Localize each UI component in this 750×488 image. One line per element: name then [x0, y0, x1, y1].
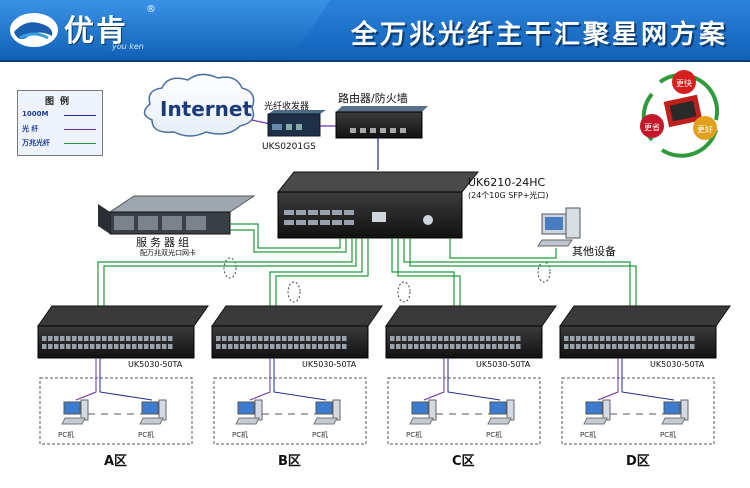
pc-link: [597, 358, 619, 401]
access-switch-model: UK5030-50TA: [128, 360, 183, 369]
cycle-item-cheaper: 更省: [644, 122, 660, 132]
access-switches: [37, 305, 731, 359]
pc-label: PC机: [58, 431, 75, 439]
pc-link: [99, 358, 153, 401]
fiber-converter: [267, 110, 326, 137]
internet-label: Internet: [160, 97, 253, 121]
cycle-item-better: 更好: [697, 124, 713, 134]
legend-label-10g-fiber: 万兆光纤: [22, 139, 50, 147]
pc-label: PC机: [660, 431, 677, 439]
pc-icon: [409, 399, 437, 425]
router-firewall: [335, 106, 428, 139]
pc-link: [621, 358, 675, 401]
legend-line-1000m: [64, 115, 96, 116]
logo-text: 优肯: [64, 14, 128, 49]
server-desc: 配万兆双光口网卡: [140, 249, 196, 257]
access-switch-model: UK5030-50TA: [476, 360, 531, 369]
cycle-item-faster: 更快: [676, 78, 692, 88]
logo-registered-mark: ®: [146, 4, 156, 15]
core-switch: [276, 171, 480, 239]
pc-label: PC机: [486, 431, 503, 439]
access-switch: [37, 305, 209, 359]
header-banner: 优肯 ® you ken 全万兆光纤主干汇聚星网方案: [0, 0, 750, 62]
legend-line-fiber: [64, 129, 96, 130]
pc-icon: [583, 399, 611, 425]
page-title: 全万兆光纤主干汇聚星网方案: [350, 20, 728, 50]
server-core-link-2: [230, 229, 347, 253]
access-switch: [385, 305, 557, 359]
pc-link: [75, 358, 97, 401]
server-core-link-1: [230, 223, 341, 249]
access-switch-model: UK5030-50TA: [302, 360, 357, 369]
zone-label: D区: [626, 454, 650, 469]
pc-icon: [61, 399, 89, 425]
server-group: [98, 195, 256, 235]
pc-label: PC机: [406, 431, 423, 439]
zone-label: C区: [452, 454, 475, 469]
fiber-trunks: [97, 238, 637, 306]
pc-icon: [313, 399, 341, 425]
zone-box: [387, 377, 541, 445]
pc-label: PC机: [580, 431, 597, 439]
pc-link: [447, 358, 501, 401]
other-link-marker: [537, 261, 551, 283]
access-switch: [559, 305, 731, 359]
legend-label-1000m: 1000M: [22, 110, 49, 118]
legend: 图例 1000M 光 纤 万兆光纤: [17, 90, 103, 156]
internet-link: [251, 119, 271, 125]
pc-link: [273, 358, 327, 401]
pc-link: [249, 358, 271, 401]
trunk-markers: [287, 281, 411, 303]
zone-label: A区: [104, 454, 128, 469]
pc-icon: [235, 399, 263, 425]
pc-label: PC机: [312, 431, 329, 439]
converter-title: 光纤收发器: [264, 102, 310, 112]
zone-label: B区: [278, 454, 301, 469]
pc-icon: [487, 399, 515, 425]
server-title: 服务器组: [136, 236, 192, 249]
logo-subtitle: you ken: [112, 42, 144, 51]
server-link-marker: [223, 257, 237, 279]
pc-label: PC机: [232, 431, 249, 439]
zones: [39, 358, 715, 445]
router-label: 路由器/防火墙: [338, 92, 408, 105]
core-other-link: [449, 238, 557, 259]
header-background: [0, 0, 750, 62]
access-switch-model: UK5030-50TA: [650, 360, 705, 369]
zone-box: [213, 377, 367, 445]
legend-line-10g-fiber: [64, 143, 96, 144]
zone-box: [39, 377, 193, 445]
legend-label-fiber: 光 纤: [22, 125, 39, 133]
access-switch: [211, 305, 383, 359]
pc-label: PC机: [138, 431, 155, 439]
pc-icon: [661, 399, 689, 425]
converter-model: UKS0201GS: [262, 142, 316, 152]
legend-title: 图例: [44, 97, 75, 107]
logo-icon: [10, 13, 58, 47]
internet-cloud: [143, 73, 255, 137]
core-switch-model: UK6210-24HC: [468, 176, 546, 189]
other-device-label: 其他设备: [572, 245, 616, 258]
core-switch-desc: (24个10G SFP+光口): [468, 191, 549, 200]
pc-link: [423, 358, 445, 401]
pc-icon: [139, 399, 167, 425]
cycle-graphic: 更快 更好 更省: [640, 70, 720, 158]
zone-box: [561, 377, 715, 445]
other-device: [537, 207, 581, 247]
